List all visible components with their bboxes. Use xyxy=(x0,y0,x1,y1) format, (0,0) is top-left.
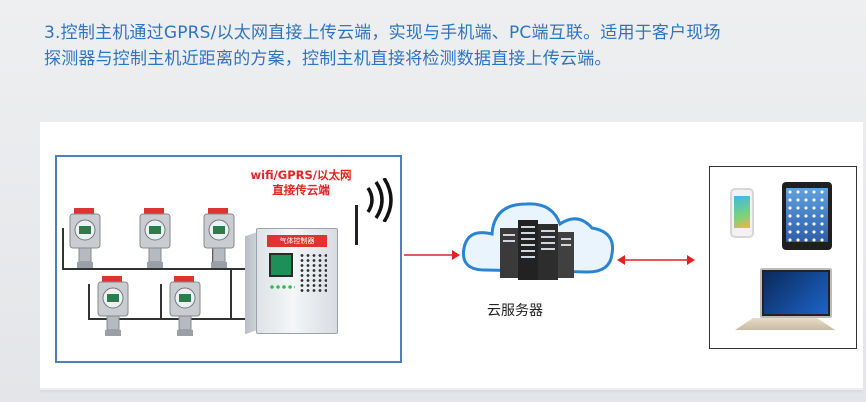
phone-icon xyxy=(730,188,754,238)
laptop-icon xyxy=(760,268,832,318)
cloud-caption: 云服务器 xyxy=(487,303,543,319)
phone-screen xyxy=(734,196,750,228)
controller-leds xyxy=(269,283,295,291)
gas-detector-icon xyxy=(203,208,235,268)
double-arrow-icon xyxy=(617,255,695,265)
heading-line-1: 3.控制主机通过GPRS/以太网直接上传云端，实现与手机端、PC端互联。适用于客… xyxy=(44,23,721,43)
controller-screen xyxy=(269,253,293,277)
tablet-screen xyxy=(786,188,828,242)
gas-detector-icon xyxy=(97,276,129,336)
cloud-server-icon xyxy=(461,202,615,280)
laptop-display xyxy=(764,272,828,314)
signal-waves-icon xyxy=(366,178,393,222)
site-label: wifi/GPRS/以太网 直接传云端 xyxy=(236,168,366,198)
wire-bottom-mid xyxy=(160,284,162,320)
controller-name: 气体控制器 xyxy=(267,235,327,247)
wire-bottom-joint xyxy=(230,270,232,320)
arrow-right-icon xyxy=(404,250,460,260)
controller-icon: 气体控制器 xyxy=(256,228,338,334)
antenna-icon xyxy=(355,205,358,245)
gas-detector-icon xyxy=(69,208,101,268)
wire-top-bus xyxy=(62,268,262,270)
heading-line-2: 探测器与控制主机近距离的方案，控制主机直接将检测数据直接上传云端。 xyxy=(44,49,612,69)
wire-left-vertical xyxy=(62,228,64,270)
gas-detector-icon xyxy=(139,208,171,268)
page-heading: 3.控制主机通过GPRS/以太网直接上传云端，实现与手机端、PC端互联。适用于客… xyxy=(44,20,844,72)
wire-bottom-bus xyxy=(88,318,258,320)
site-label-line-2: 直接传云端 xyxy=(272,183,330,197)
wire-bottom-left xyxy=(88,284,90,320)
gas-detector-icon xyxy=(169,276,201,336)
panel-shadow xyxy=(40,388,863,394)
controller-keypad xyxy=(299,253,327,293)
site-label-line-1: wifi/GPRS/以太网 xyxy=(250,168,352,182)
tablet-icon xyxy=(782,182,832,250)
laptop-base xyxy=(735,318,835,330)
